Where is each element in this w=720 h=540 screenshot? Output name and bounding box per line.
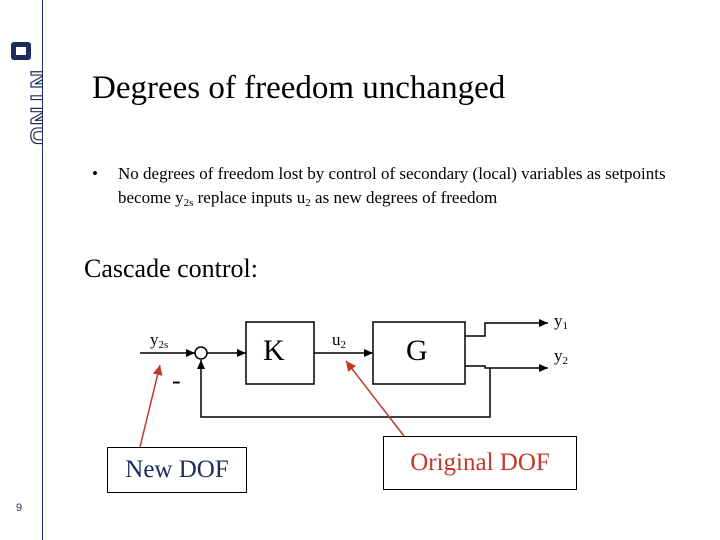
ntnu-logo: NTNU [11, 42, 42, 147]
plant-block [372, 321, 466, 385]
controller-block [245, 321, 315, 385]
plant-label: G [406, 334, 428, 367]
new-dof-arrow [139, 364, 163, 448]
summing-junction [194, 346, 208, 360]
new-dof-callout: New DOF [107, 447, 247, 493]
controller-label: K [263, 334, 285, 367]
output-y1-label: y1 [554, 311, 568, 332]
original-dof-arrow [345, 360, 405, 437]
output-y2-line [465, 364, 548, 372]
bullet-dot: • [92, 164, 98, 183]
input-label: u2 [332, 330, 346, 351]
original-dof-callout: Original DOF [383, 436, 577, 490]
minus-sign: - [172, 366, 181, 395]
feedback-line [197, 360, 491, 418]
output-y1-line [465, 319, 548, 337]
section-subtitle: Cascade control: [84, 254, 258, 283]
slide-title: Degrees of freedom unchanged [92, 70, 506, 106]
setpoint-label: y2s [150, 330, 169, 351]
bullet-text: No degrees of freedom lost by control of… [118, 164, 666, 209]
svg-text:NTNU: NTNU [25, 70, 42, 146]
output-y2-label: y2 [554, 346, 568, 367]
page-number: 9 [16, 502, 23, 514]
sidebar: NTNU 9 [0, 0, 43, 540]
